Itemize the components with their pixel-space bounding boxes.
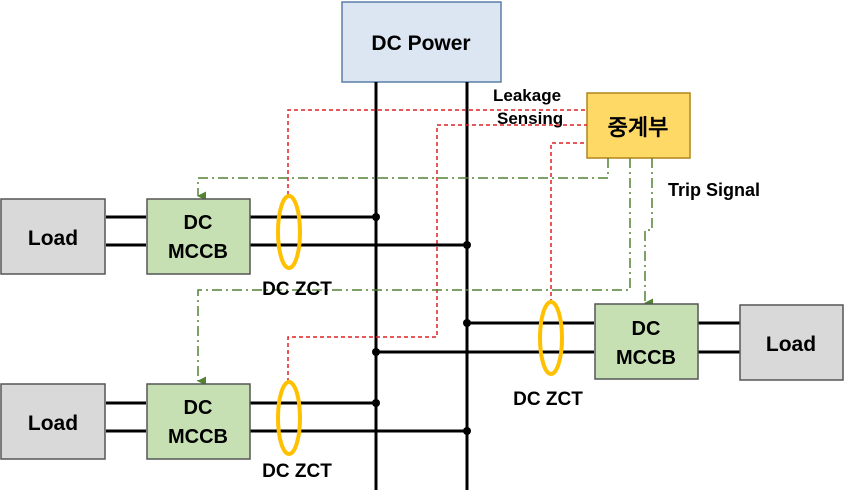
- mccb-label-2-line1: DC: [184, 397, 213, 419]
- leakage-label-line2: Sensing: [497, 109, 563, 128]
- junction-dot: [463, 241, 471, 249]
- zct-label-1: DC ZCT: [262, 279, 332, 300]
- load-box-3: [739, 304, 844, 381]
- junction-dot: [372, 348, 380, 356]
- junction-dot: [372, 399, 380, 407]
- dc-power-box: DC Power: [341, 1, 502, 83]
- load-label-3: Load: [766, 333, 816, 356]
- mccb-box-1: [146, 198, 251, 275]
- leakage-line-zct3: [550, 142, 587, 303]
- branch-1: Load DC MCCB DC ZCT: [0, 194, 471, 300]
- mccb-label-1-line1: DC: [184, 212, 213, 234]
- mccb-label-3-line2: MCCB: [616, 347, 676, 369]
- trip-line-mccb1: [197, 158, 609, 201]
- mccb-label-1-line2: MCCB: [168, 241, 228, 263]
- leakage-sensing-lines: [287, 109, 587, 382]
- branch-2: Load DC MCCB DC ZCT: [0, 380, 471, 482]
- trip-line-mccb2: [197, 158, 631, 386]
- load-label-2: Load: [28, 412, 78, 435]
- leakage-label-line1: Leakage: [493, 86, 561, 105]
- leakage-line-zct1: [287, 109, 587, 195]
- mccb-box-2: [146, 383, 251, 460]
- trip-signal-lines: [197, 158, 654, 386]
- load-box-1: [0, 198, 106, 275]
- zct-label-2: DC ZCT: [262, 461, 332, 482]
- branch-3: DC MCCB Load DC ZCT: [372, 300, 844, 410]
- zct-ring-1: [276, 194, 302, 270]
- junction-dot: [463, 319, 471, 327]
- dc-power-label: DC Power: [371, 32, 470, 55]
- zct-ring-2: [276, 380, 302, 456]
- leakage-line-zct2: [287, 124, 587, 382]
- load-label-1: Load: [28, 227, 78, 250]
- mccb-label-2-line2: MCCB: [168, 426, 228, 448]
- relay-unit-box: 중계부: [586, 92, 691, 159]
- junction-dot: [463, 427, 471, 435]
- zct-label-3: DC ZCT: [513, 389, 583, 410]
- junction-dot: [372, 213, 380, 221]
- mccb-box-3: [594, 303, 699, 380]
- relay-unit-label: 중계부: [608, 115, 669, 140]
- trip-line-mccb3: [644, 158, 654, 308]
- trip-signal-label: Trip Signal: [668, 180, 760, 200]
- load-box-2: [0, 383, 106, 460]
- mccb-label-3-line1: DC: [632, 318, 661, 340]
- zct-ring-3: [538, 300, 564, 376]
